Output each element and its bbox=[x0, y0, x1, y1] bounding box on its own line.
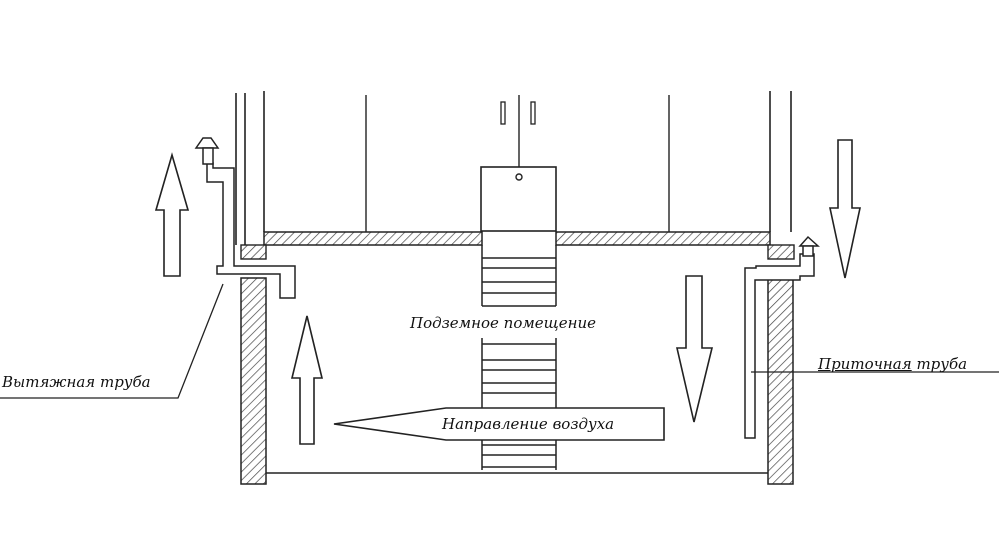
arrow-down-outside-supply bbox=[829, 139, 861, 279]
exhaust-pipe-label: Вытяжная труба bbox=[2, 373, 151, 391]
cellar-wall-right bbox=[767, 277, 794, 485]
hatch-knob bbox=[515, 173, 523, 181]
ladder bbox=[481, 245, 557, 470]
floor-slab-left bbox=[263, 231, 483, 246]
pipe-cap-icon bbox=[798, 235, 820, 257]
supply-pipe-label-word1: Приточная bbox=[818, 355, 912, 373]
supply-pipe bbox=[744, 253, 815, 439]
arrow-up-inside-cellar bbox=[290, 315, 324, 445]
cellar-wall-left bbox=[240, 277, 267, 485]
exhaust-pipe bbox=[206, 162, 296, 299]
supply-pipe-label-word2: труба bbox=[911, 355, 968, 373]
room-label: Подземное помещение bbox=[410, 314, 596, 332]
handle-icon bbox=[530, 101, 536, 125]
slab-cap-left bbox=[240, 244, 267, 260]
supply-pipe-label: Приточная труба bbox=[818, 357, 967, 372]
arrow-down-inside-supply bbox=[675, 275, 714, 423]
arrow-left-air-direction bbox=[333, 407, 665, 441]
floor-slab-right bbox=[555, 231, 771, 246]
arrow-up-outside-exhaust bbox=[154, 152, 190, 277]
slab-cap-right bbox=[767, 244, 795, 260]
leader-exhaust bbox=[0, 283, 224, 399]
handle-icon bbox=[500, 101, 506, 125]
air-direction-label: Направление воздуха bbox=[442, 415, 615, 433]
pipe-cap-icon bbox=[194, 137, 220, 165]
